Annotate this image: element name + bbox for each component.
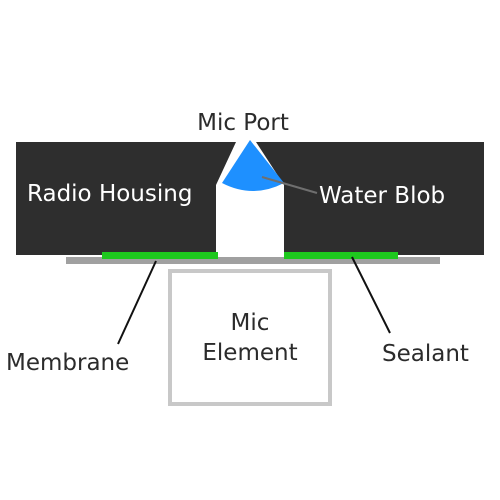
mic-element-box <box>168 269 332 406</box>
membrane-label: Membrane <box>6 350 129 376</box>
water-blob-label: Water Blob <box>319 183 445 209</box>
sealant-leader <box>351 256 391 334</box>
sealant-left <box>102 252 218 259</box>
sealant-right <box>284 252 398 259</box>
mic-element-label-line2: Element <box>202 340 297 366</box>
water-blob-leader <box>261 176 318 194</box>
radio-housing <box>16 142 484 255</box>
membrane-leader <box>117 260 157 345</box>
mic-port-label: Mic Port <box>197 110 289 136</box>
radio-housing-label: Radio Housing <box>27 181 192 207</box>
membrane <box>66 257 440 264</box>
sealant-label: Sealant <box>382 341 469 367</box>
mic-element-label-line1: Mic <box>231 310 270 336</box>
